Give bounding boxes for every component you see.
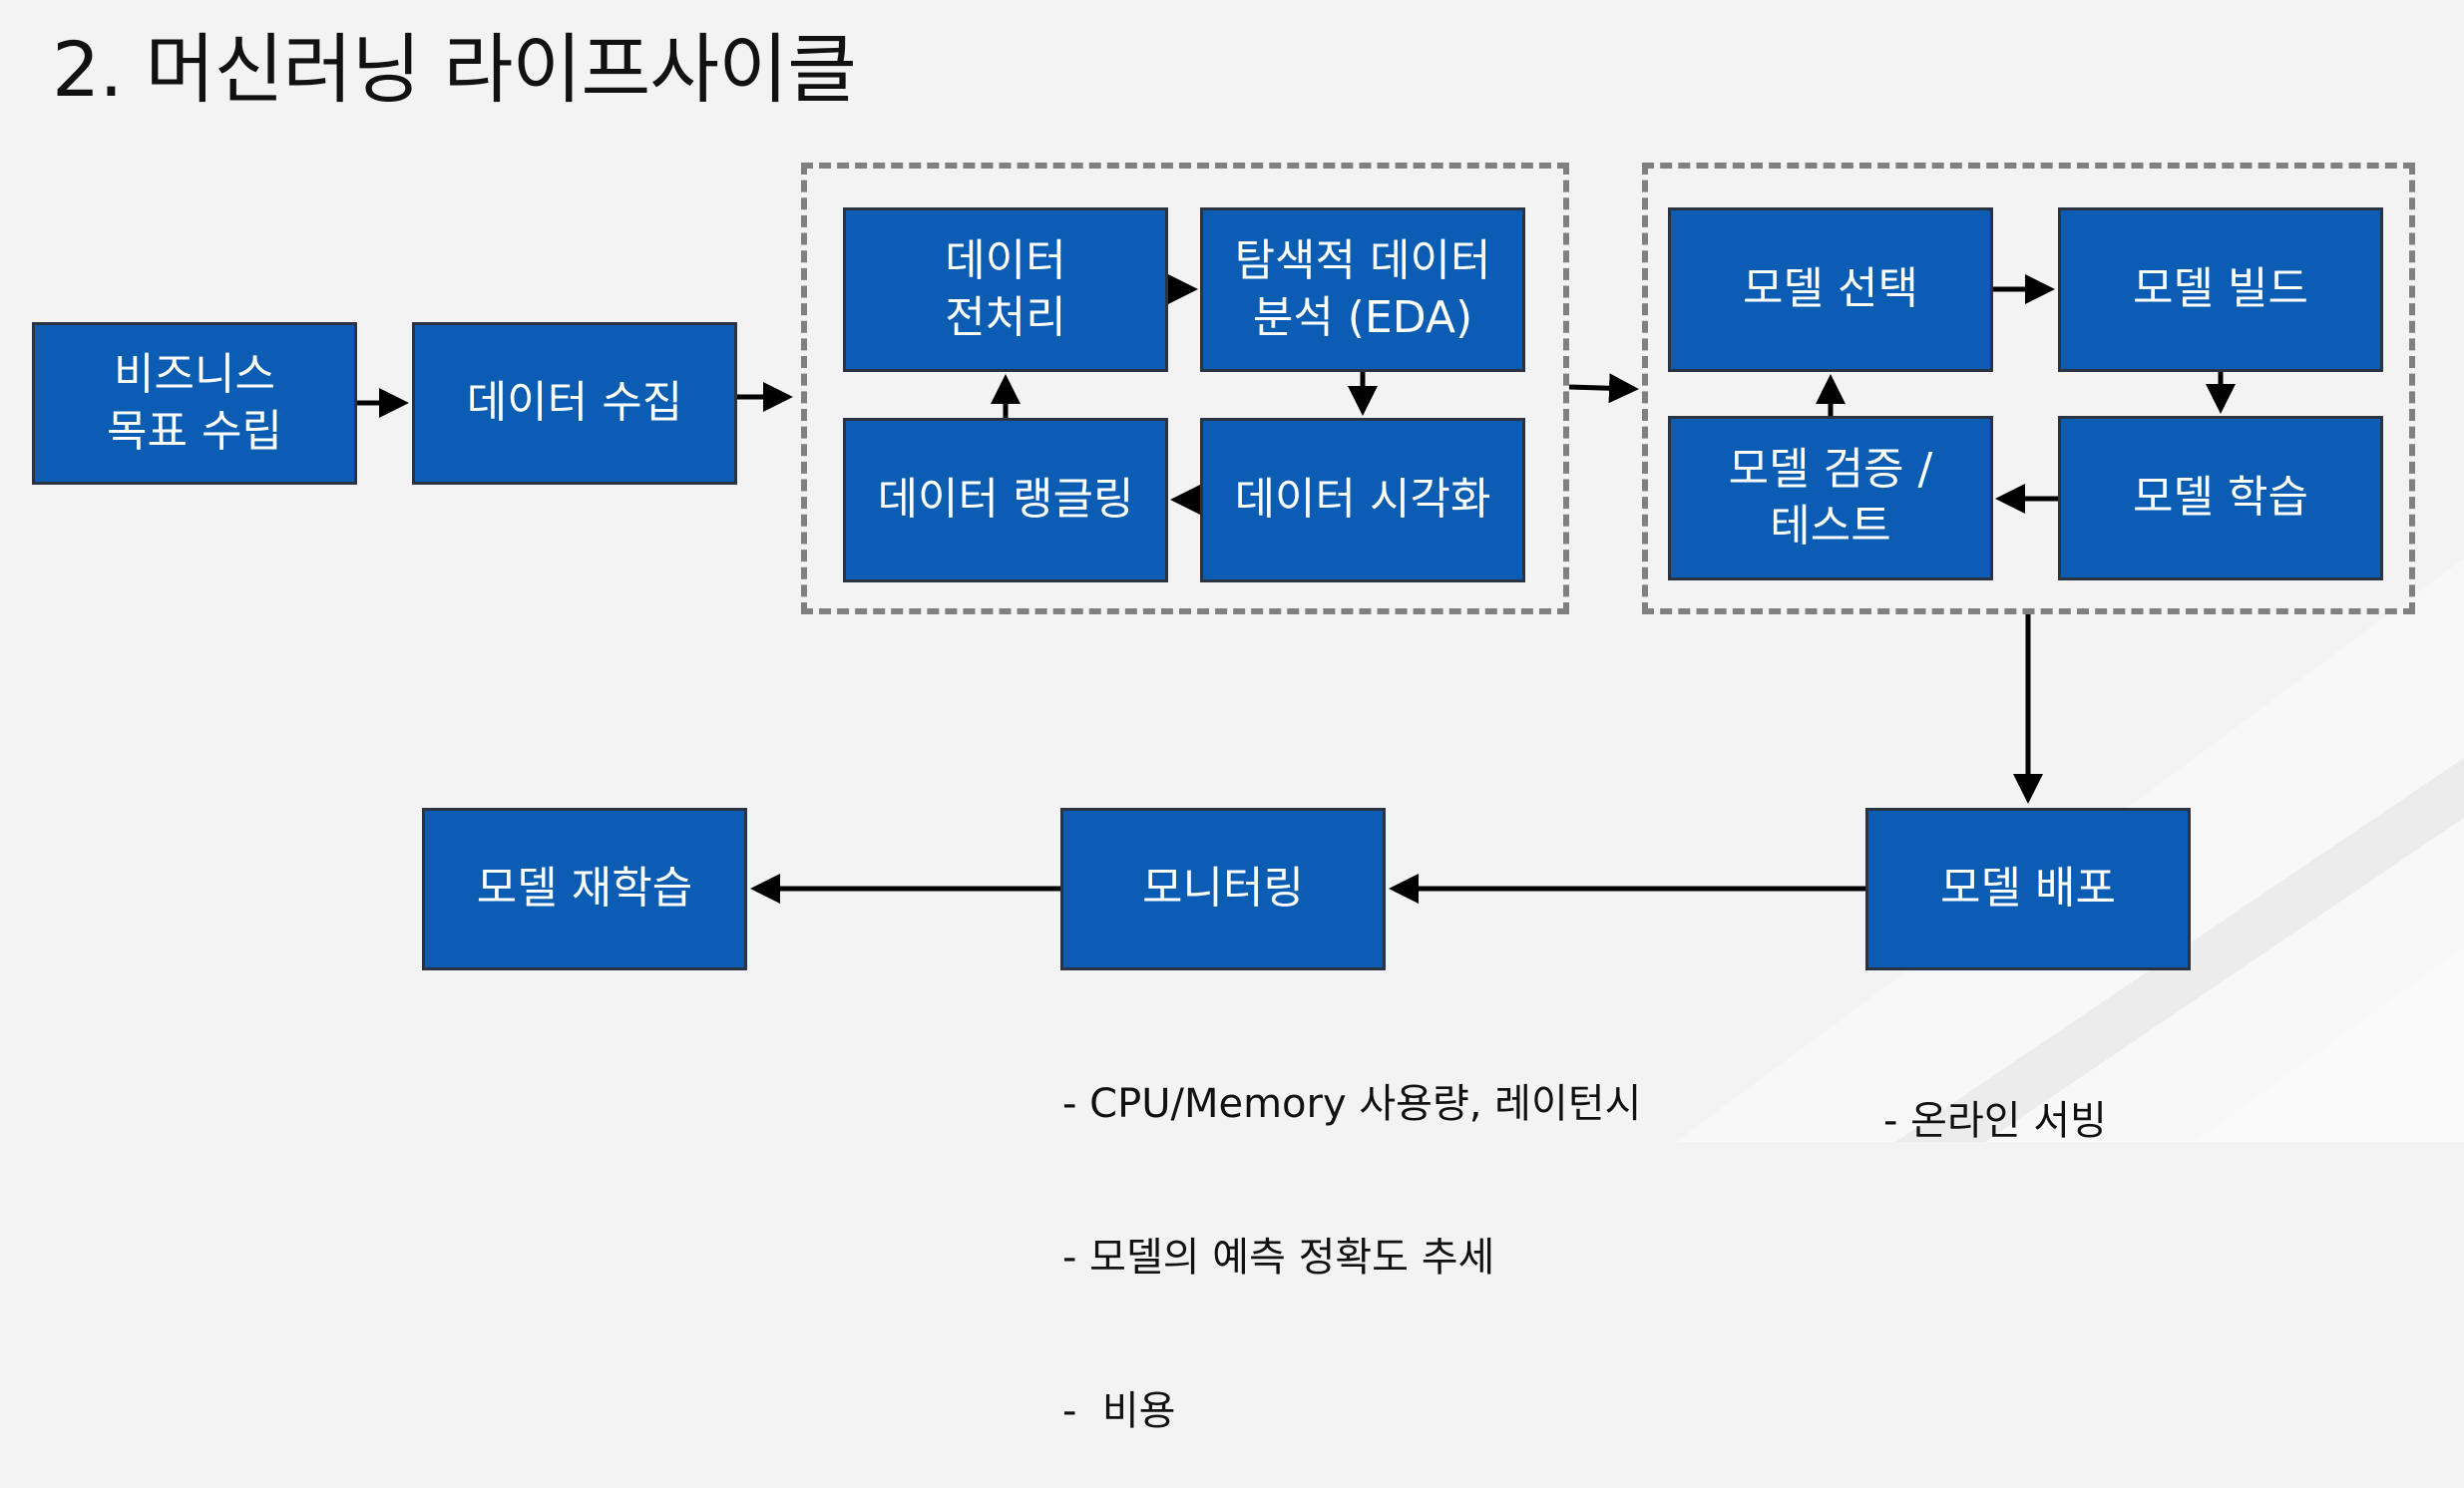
node-model-deploy: 모델 배포: [1865, 808, 2191, 970]
monitoring-note-line: - 모델의 예측 정확도 추세: [1062, 1234, 1495, 1281]
deploy-note-line: - 온라인 서빙: [1883, 1098, 2107, 1145]
node-model-build: 모델 빌드: [2058, 207, 2383, 372]
node-data-collection: 데이터 수집: [412, 322, 737, 485]
node-eda: 탐색적 데이터 분석 (EDA): [1200, 207, 1525, 372]
node-model-training: 모델 학습: [2058, 416, 2383, 580]
node-business-goal: 비즈니스 목표 수립: [32, 322, 357, 485]
monitoring-notes: - CPU/Memory 사용량, 레이턴시 - 모델의 예측 정확도 추세 -…: [1062, 977, 1641, 1488]
node-monitoring: 모니터링: [1060, 808, 1386, 970]
node-model-validation: 모델 검증 / 테스트: [1668, 416, 1993, 580]
data-group-frame: [801, 163, 1569, 614]
model-group-frame: [1642, 163, 2415, 614]
page-title: 2. 머신러닝 라이프사이클: [52, 25, 857, 114]
monitoring-note-line: - CPU/Memory 사용량, 레이턴시: [1062, 1081, 1642, 1128]
node-model-retraining: 모델 재학습: [422, 808, 747, 970]
node-data-preprocessing: 데이터 전처리: [843, 207, 1168, 372]
deploy-notes: - 온라인 서빙: [1883, 994, 2107, 1199]
node-data-visualization: 데이터 시각화: [1200, 418, 1525, 582]
node-model-selection: 모델 선택: [1668, 207, 1993, 372]
arrow-data-group-to-model-group: [1568, 373, 1639, 404]
monitoring-note-line: - 비용: [1062, 1387, 1176, 1434]
node-data-wrangling: 데이터 랭글링: [843, 418, 1168, 582]
